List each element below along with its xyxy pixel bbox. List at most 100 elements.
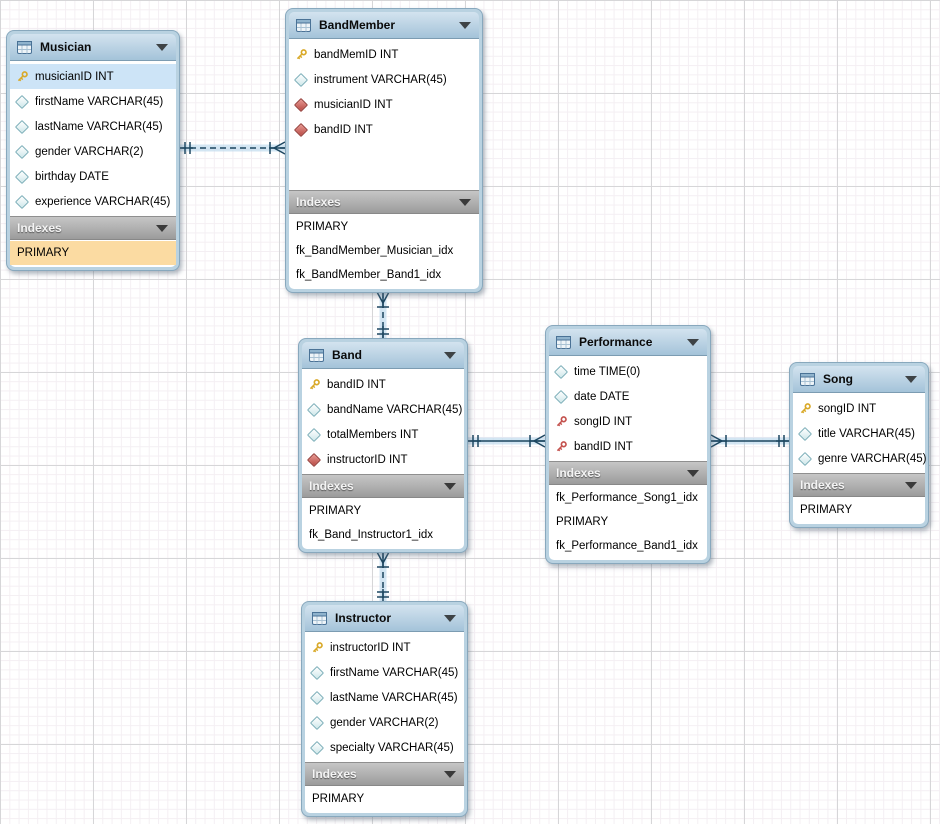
column-row[interactable]: musicianID INT	[289, 92, 479, 117]
column-row[interactable]: instructorID INT	[302, 447, 464, 472]
column-row[interactable]: instrument VARCHAR(45)	[289, 67, 479, 92]
columns-section: instructorID INT firstName VARCHAR(45) las…	[305, 632, 464, 762]
column-row[interactable]: gender VARCHAR(2)	[10, 139, 176, 164]
attribute-icon	[14, 94, 30, 109]
column-row[interactable]: musicianID INT	[10, 64, 176, 89]
index-row[interactable]: PRIMARY	[302, 499, 464, 523]
column-definition: bandID INT	[314, 123, 373, 136]
index-row[interactable]: PRIMARY	[10, 241, 176, 265]
connector-musician-bandmember[interactable]	[180, 141, 286, 155]
column-row[interactable]: totalMembers INT	[302, 422, 464, 447]
table-header[interactable]: Band	[302, 342, 464, 369]
indexes-label: Indexes	[17, 221, 62, 235]
indexes-collapse-icon[interactable]	[905, 481, 917, 489]
collapse-toggle-icon[interactable]	[905, 375, 917, 383]
table-header[interactable]: BandMember	[289, 12, 479, 39]
primary-foreign-key-icon	[554, 415, 568, 429]
column-row[interactable]: instructorID INT	[305, 635, 464, 660]
collapse-toggle-icon[interactable]	[444, 614, 456, 622]
collapse-toggle-icon[interactable]	[459, 21, 471, 29]
indexes-header[interactable]: Indexes	[793, 473, 925, 497]
index-row[interactable]: PRIMARY	[305, 787, 464, 811]
table-header[interactable]: Instructor	[305, 605, 464, 632]
column-row[interactable]: bandID INT	[302, 372, 464, 397]
column-row[interactable]: songID INT	[793, 396, 925, 421]
index-name: PRIMARY	[800, 504, 853, 516]
index-row[interactable]: fk_BandMember_Musician_idx	[289, 239, 479, 263]
table-icon	[800, 372, 815, 386]
column-row[interactable]: date DATE	[549, 384, 707, 409]
indexes-section: PRIMARY	[305, 786, 464, 813]
index-row[interactable]: fk_BandMember_Band1_idx	[289, 263, 479, 287]
index-name: fk_BandMember_Band1_idx	[296, 269, 442, 281]
attribute-icon	[306, 402, 322, 417]
indexes-header[interactable]: Indexes	[305, 762, 464, 786]
column-row[interactable]: lastName VARCHAR(45)	[305, 685, 464, 710]
column-row[interactable]: genre VARCHAR(45)	[793, 446, 926, 471]
column-definition: firstName VARCHAR(45)	[330, 666, 459, 679]
foreign-key-icon	[306, 452, 322, 467]
column-row[interactable]: gender VARCHAR(2)	[305, 710, 464, 735]
column-definition: firstName VARCHAR(45)	[35, 95, 164, 108]
indexes-label: Indexes	[309, 479, 354, 493]
index-name: PRIMARY	[296, 221, 349, 233]
column-row[interactable]: firstName VARCHAR(45)	[305, 660, 464, 685]
column-definition: musicianID INT	[35, 70, 114, 83]
column-row[interactable]: bandMemID INT	[289, 42, 479, 67]
column-row[interactable]: bandID INT	[549, 434, 707, 459]
column-row[interactable]: birthday DATE	[10, 164, 176, 189]
primary-key-icon	[307, 378, 321, 392]
index-row[interactable]: PRIMARY	[289, 215, 479, 239]
column-row[interactable]: specialty VARCHAR(45)	[305, 735, 464, 760]
connector-band-performance[interactable]	[468, 434, 546, 448]
indexes-collapse-icon[interactable]	[444, 482, 456, 490]
attribute-icon	[309, 665, 325, 680]
collapse-toggle-icon[interactable]	[444, 351, 456, 359]
index-row[interactable]: fk_Performance_Band1_idx	[549, 534, 707, 558]
indexes-collapse-icon[interactable]	[156, 224, 168, 232]
table-musician[interactable]: Musician musicianID INT firstName VARCHAR…	[6, 30, 180, 271]
attribute-icon	[309, 740, 325, 755]
index-row[interactable]: PRIMARY	[793, 498, 925, 522]
column-row[interactable]: time TIME(0)	[549, 359, 707, 384]
indexes-collapse-icon[interactable]	[687, 469, 699, 477]
table-header[interactable]: Song	[793, 366, 925, 393]
indexes-header[interactable]: Indexes	[302, 474, 464, 498]
connector-song-performance[interactable]	[710, 434, 789, 448]
collapse-toggle-icon[interactable]	[156, 43, 168, 51]
indexes-collapse-icon[interactable]	[444, 770, 456, 778]
indexes-header[interactable]: Indexes	[10, 216, 176, 240]
column-row[interactable]: bandName VARCHAR(45)	[302, 397, 464, 422]
indexes-section: PRIMARY	[10, 240, 176, 267]
indexes-collapse-icon[interactable]	[459, 198, 471, 206]
column-row[interactable]: songID INT	[549, 409, 707, 434]
column-definition: bandName VARCHAR(45)	[327, 403, 463, 416]
index-row[interactable]: fk_Band_Instructor1_idx	[302, 523, 464, 547]
column-row[interactable]: bandID INT	[289, 117, 479, 142]
collapse-toggle-icon[interactable]	[687, 338, 699, 346]
table-icon	[296, 18, 311, 32]
indexes-header[interactable]: Indexes	[549, 461, 707, 485]
table-header[interactable]: Performance	[549, 329, 707, 356]
column-definition: totalMembers INT	[327, 428, 419, 441]
column-row[interactable]: experience VARCHAR(45)	[10, 189, 176, 214]
index-row[interactable]: fk_Performance_Song1_idx	[549, 486, 707, 510]
column-row[interactable]: lastName VARCHAR(45)	[10, 114, 176, 139]
connector-band-bandmember[interactable]	[376, 291, 390, 339]
table-band[interactable]: Band bandID INT bandName VARCHAR(45) total…	[298, 338, 468, 553]
column-definition: birthday DATE	[35, 170, 109, 183]
indexes-header[interactable]: Indexes	[289, 190, 479, 214]
table-instructor[interactable]: Instructor instructorID INT firstName VAR…	[301, 601, 468, 817]
connector-instructor-band[interactable]	[376, 551, 390, 602]
column-row[interactable]: firstName VARCHAR(45)	[10, 89, 176, 114]
column-definition: instructorID INT	[327, 453, 408, 466]
table-header[interactable]: Musician	[10, 34, 176, 61]
index-row[interactable]: PRIMARY	[549, 510, 707, 534]
column-row[interactable]: title VARCHAR(45)	[793, 421, 925, 446]
